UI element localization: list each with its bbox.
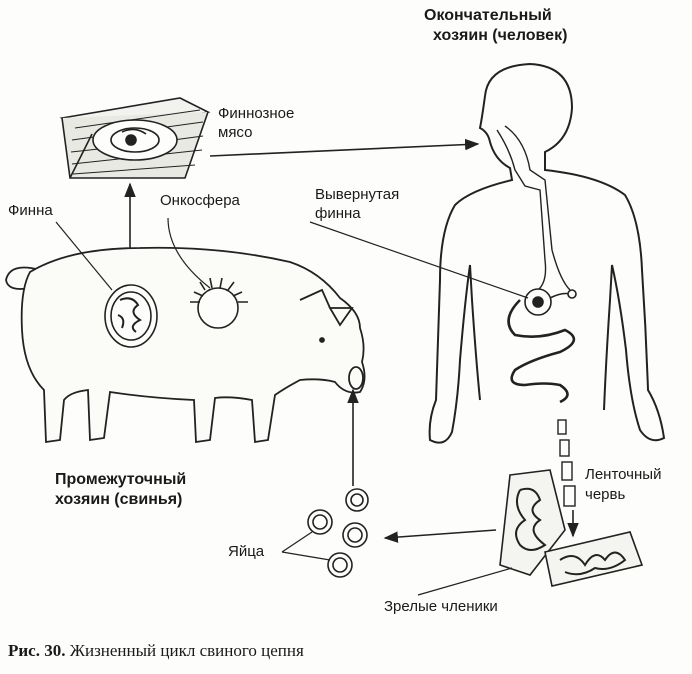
oncosphere-label: Онкосфера [160,192,240,209]
oncosphere-illustration [190,277,248,329]
infected-meat-illustration [59,97,211,179]
intermediate-host-label-line1: Промежуточный [55,471,187,488]
caption-number: Рис. 30. [8,641,66,660]
infected-meat-label-line1: Финнозное [218,105,295,122]
final-host-label-line2: хозяин (человек) [433,27,568,44]
everted-finna [524,288,577,316]
final-host-label-line1: Окончательный [424,7,552,24]
human-silhouette [428,62,666,444]
finna-label: Финна [8,202,53,219]
cycle-arrows [124,138,579,543]
tapeworm-label-line1: Ленточный [585,466,662,483]
tapeworm-segments [557,419,576,507]
everted-finna-label-line1: Вывернутая [315,186,400,203]
pig-illustration [5,246,366,444]
finna-cyst [104,284,158,348]
mature-proglottids-label: Зрелые членики [384,598,498,615]
eggs-label: Яйца [228,543,265,560]
figure-caption: Рис. 30. Жизненный цикл свиного цепня [8,641,304,661]
eggs-illustration [307,488,369,578]
leader-lines [55,217,529,596]
intermediate-host-label-line2: хозяин (свинья) [55,491,183,508]
tapeworm-label-line2: червь [585,486,626,503]
caption-text: Жизненный цикл свиного цепня [69,641,304,660]
everted-finna-label-line2: финна [315,205,361,222]
infected-meat-label-line2: мясо [218,124,253,141]
mature-proglottids [499,469,644,587]
